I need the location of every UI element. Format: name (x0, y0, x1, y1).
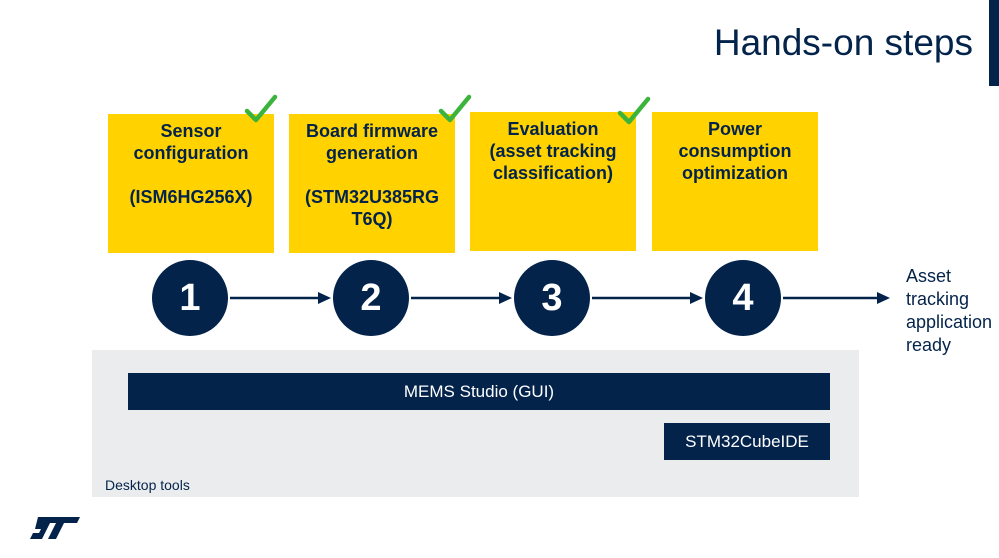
step-number-1: 1 (152, 260, 228, 336)
step-1-spacer (108, 164, 274, 186)
page-title: Hands-on steps (713, 22, 973, 63)
outcome-label: Asset tracking application ready (906, 265, 992, 357)
step-3-line-3: classification) (492, 163, 614, 183)
step-2-line-5: T6Q) (351, 209, 393, 229)
arrow-right-icon (411, 292, 512, 304)
step-number-2: 2 (333, 260, 409, 336)
arrow-right-icon (592, 292, 703, 304)
step-number-4: 4 (705, 260, 781, 336)
step-box-3: Evaluation (asset tracking classificatio… (470, 112, 636, 251)
step-1-line-2: configuration (133, 143, 249, 163)
step-box-1: Sensor configuration (ISM6HG256X) (108, 114, 274, 253)
checkmark-icon (438, 94, 472, 123)
step-2-spacer (289, 164, 455, 186)
outcome-line-2: tracking (906, 289, 970, 309)
step-3-line-2: (asset tracking (489, 141, 617, 161)
step-box-4: Power consumption optimization (652, 112, 818, 251)
checkmark-icon (617, 96, 651, 125)
step-2-line-1: Board firmware (305, 121, 439, 141)
checkmark-icon (244, 94, 278, 123)
arrow-right-icon (783, 292, 890, 304)
step-box-2: Board firmware generation (STM32U385RG T… (289, 114, 455, 253)
side-accent-bar (989, 0, 999, 86)
step-4-line-3: optimization (682, 163, 788, 183)
desktop-tools-caption: Desktop tools (105, 477, 190, 493)
arrow-right-icon (230, 292, 331, 304)
step-number-3: 3 (514, 260, 590, 336)
step-4-line-1: Power (707, 119, 763, 139)
mems-studio-bar: MEMS Studio (GUI) (128, 373, 830, 410)
step-4-line-2: consumption (678, 141, 792, 161)
st-logo (30, 517, 80, 539)
step-1-line-1: Sensor (160, 121, 222, 141)
stm32cubeide-bar: STM32CubeIDE (664, 423, 830, 460)
step-2-line-2: generation (325, 143, 418, 163)
step-2-line-4: (STM32U385RG (304, 187, 440, 207)
outcome-line-3: application (906, 312, 993, 332)
step-1-line-4: (ISM6HG256X) (129, 187, 253, 207)
outcome-line-1: Asset (906, 266, 952, 286)
outcome-line-4: ready (906, 335, 952, 355)
step-3-line-1: Evaluation (507, 119, 599, 139)
